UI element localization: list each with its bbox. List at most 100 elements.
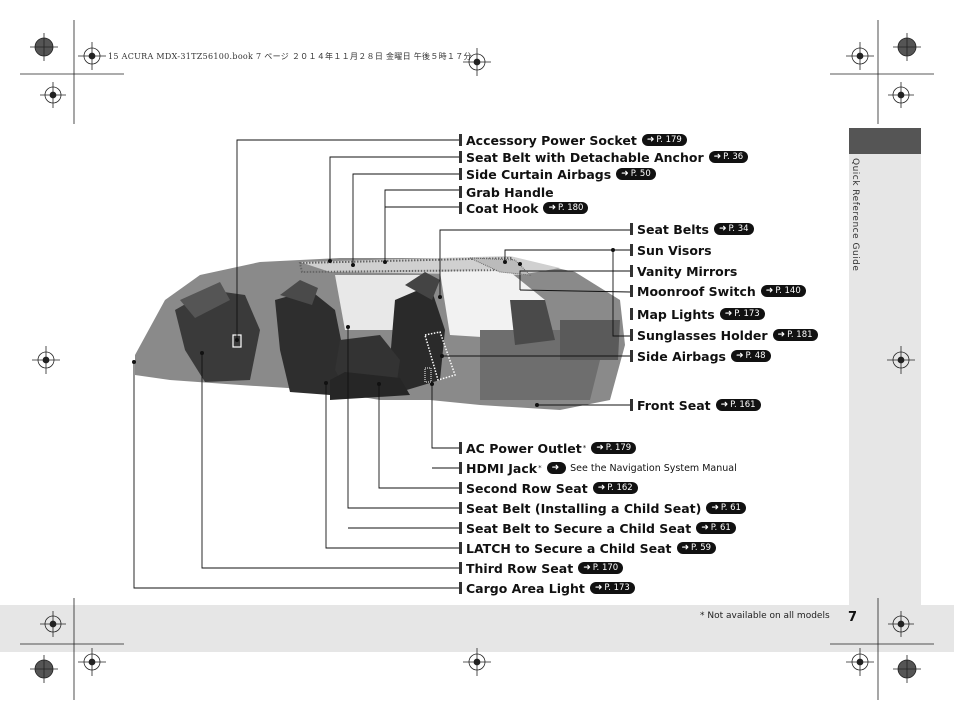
page-reference-link[interactable]: ➜P. 61 bbox=[706, 502, 746, 514]
crop-mark-icon bbox=[30, 655, 58, 683]
leader-line bbox=[612, 250, 630, 337]
callout-label: Seat Belts bbox=[637, 221, 709, 237]
callout-label: AC Power Outlet bbox=[466, 440, 582, 456]
arrow-right-icon: ➜ bbox=[551, 463, 560, 473]
page-reference-link[interactable]: ➜P. 179 bbox=[591, 442, 637, 454]
arrow-right-icon: ➜ bbox=[735, 351, 744, 361]
page-reference-link[interactable]: ➜P. 61 bbox=[696, 522, 736, 534]
callout-seat-belts: Seat Belts ➜P. 34 bbox=[630, 221, 754, 237]
leader-line bbox=[431, 384, 459, 449]
page-reference-link[interactable]: ➜P. 170 bbox=[578, 562, 624, 574]
callout-label: Side Airbags bbox=[637, 348, 726, 364]
callout-label: Accessory Power Socket bbox=[466, 132, 637, 148]
callout-bar bbox=[459, 442, 462, 454]
page-reference-link[interactable]: ➜P. 181 bbox=[772, 329, 818, 341]
callout-bar bbox=[630, 244, 633, 256]
leader-line bbox=[329, 156, 459, 261]
callout-bar bbox=[459, 151, 462, 163]
crop-mark-icon bbox=[40, 82, 66, 108]
crop-mark-icon bbox=[40, 611, 66, 637]
callout-bar bbox=[459, 582, 462, 594]
callout-bar bbox=[459, 168, 462, 180]
callout-bar bbox=[459, 462, 462, 474]
arrow-right-icon: ➜ bbox=[621, 169, 629, 179]
callout-label: Vanity Mirrors bbox=[637, 263, 738, 279]
bottom-band bbox=[0, 605, 954, 652]
leader-line bbox=[352, 173, 459, 265]
callout-bar bbox=[630, 285, 633, 297]
page-reference-link[interactable]: ➜P. 140 bbox=[760, 285, 806, 297]
callout-bar bbox=[630, 329, 633, 341]
arrow-right-icon: ➜ bbox=[777, 330, 786, 340]
callout-label: Coat Hook bbox=[466, 200, 539, 216]
footnote: * Not available on all models bbox=[700, 611, 830, 621]
callout-ac-power-outlet: AC Power Outlet* ➜P. 179 bbox=[459, 440, 637, 456]
crop-mark-icon bbox=[78, 648, 106, 676]
callout-label: Sun Visors bbox=[637, 242, 712, 258]
leader-line bbox=[236, 139, 459, 340]
page-number: 7 bbox=[848, 610, 858, 625]
callout-label: Front Seat bbox=[637, 397, 711, 413]
page-reference-link[interactable]: ➜P. 161 bbox=[715, 399, 761, 411]
crop-mark-icon bbox=[846, 42, 874, 70]
leader-line bbox=[439, 229, 630, 297]
page-reference-link[interactable]: ➜P. 162 bbox=[592, 482, 638, 494]
callout-label: Grab Handle bbox=[466, 184, 554, 200]
arrow-right-icon: ➜ bbox=[596, 443, 604, 453]
arrow-right-icon: ➜ bbox=[718, 224, 727, 234]
page-reference-link[interactable]: ➜P. 179 bbox=[641, 134, 687, 146]
arrow-right-icon: ➜ bbox=[646, 135, 655, 145]
callout-front-seat: Front Seat ➜P. 161 bbox=[630, 397, 761, 413]
callout-seat-belt-detachable-anchor: Seat Belt with Detachable Anchor ➜P. 36 bbox=[459, 149, 749, 165]
page-reference-link[interactable]: ➜P. 173 bbox=[719, 308, 765, 320]
page-reference-link[interactable]: ➜P. 48 bbox=[730, 350, 771, 362]
arrow-right-icon: ➜ bbox=[724, 309, 733, 319]
arrow-right-icon: ➜ bbox=[548, 203, 557, 213]
callout-accessory-power-socket: Accessory Power Socket ➜P. 179 bbox=[459, 132, 687, 148]
callout-label: Side Curtain Airbags bbox=[466, 166, 612, 182]
page-reference-link[interactable]: ➜P. 59 bbox=[676, 542, 717, 554]
side-band bbox=[849, 128, 921, 652]
callout-label: Map Lights bbox=[637, 306, 715, 322]
callout-bar bbox=[630, 308, 633, 320]
print-header: 15 ACURA MDX-31TZ56100.book 7 ページ ２０１４年１… bbox=[108, 52, 472, 61]
leader-line bbox=[347, 327, 459, 509]
arrow-right-icon: ➜ bbox=[720, 400, 729, 410]
callout-bar bbox=[630, 223, 633, 235]
page-reference-link[interactable]: ➜P. 50 bbox=[616, 168, 656, 180]
callout-label: Second Row Seat bbox=[466, 480, 588, 496]
asterisk-mark: * bbox=[582, 444, 587, 452]
crop-mark-icon bbox=[30, 33, 58, 61]
callout-bar bbox=[459, 134, 462, 146]
page-reference-link[interactable]: ➜P. 36 bbox=[708, 151, 749, 163]
arrow-right-icon: ➜ bbox=[597, 483, 606, 493]
callout-bar bbox=[459, 482, 462, 494]
callout-label: Seat Belt (Installing a Child Seat) bbox=[466, 500, 702, 516]
callout-hdmi-jack: HDMI Jack* ➜ See the Navigation System M… bbox=[459, 460, 737, 476]
callout-bar bbox=[630, 350, 633, 362]
page-reference-link[interactable]: ➜P. 180 bbox=[543, 202, 589, 214]
crop-mark-icon bbox=[888, 82, 914, 108]
callout-label: Moonroof Switch bbox=[637, 283, 756, 299]
callout-bar bbox=[630, 399, 633, 411]
callout-bar bbox=[459, 186, 462, 198]
page-reference-link[interactable]: ➜P. 173 bbox=[589, 582, 635, 594]
callout-label: Sunglasses Holder bbox=[637, 327, 768, 343]
callout-third-row-seat: Third Row Seat ➜P. 170 bbox=[459, 560, 624, 576]
page-reference-link[interactable]: ➜ bbox=[546, 462, 567, 474]
registration-marks bbox=[20, 20, 934, 700]
callout-label: HDMI Jack bbox=[466, 460, 538, 476]
callout-cargo-area-light: Cargo Area Light ➜P. 173 bbox=[459, 580, 635, 596]
callout-latch: LATCH to Secure a Child Seat ➜P. 59 bbox=[459, 540, 717, 556]
callout-side-airbags: Side Airbags ➜P. 48 bbox=[630, 348, 771, 364]
arrow-right-icon: ➜ bbox=[765, 286, 774, 296]
arrow-right-icon: ➜ bbox=[681, 543, 690, 553]
crop-mark-icon bbox=[846, 648, 874, 676]
callout-bar bbox=[459, 202, 462, 214]
leader-line bbox=[519, 289, 631, 293]
callout-map-lights: Map Lights ➜P. 173 bbox=[630, 306, 765, 322]
page-reference-link[interactable]: ➜P. 34 bbox=[713, 223, 754, 235]
leader-line bbox=[325, 383, 459, 549]
leader-line bbox=[504, 249, 630, 262]
